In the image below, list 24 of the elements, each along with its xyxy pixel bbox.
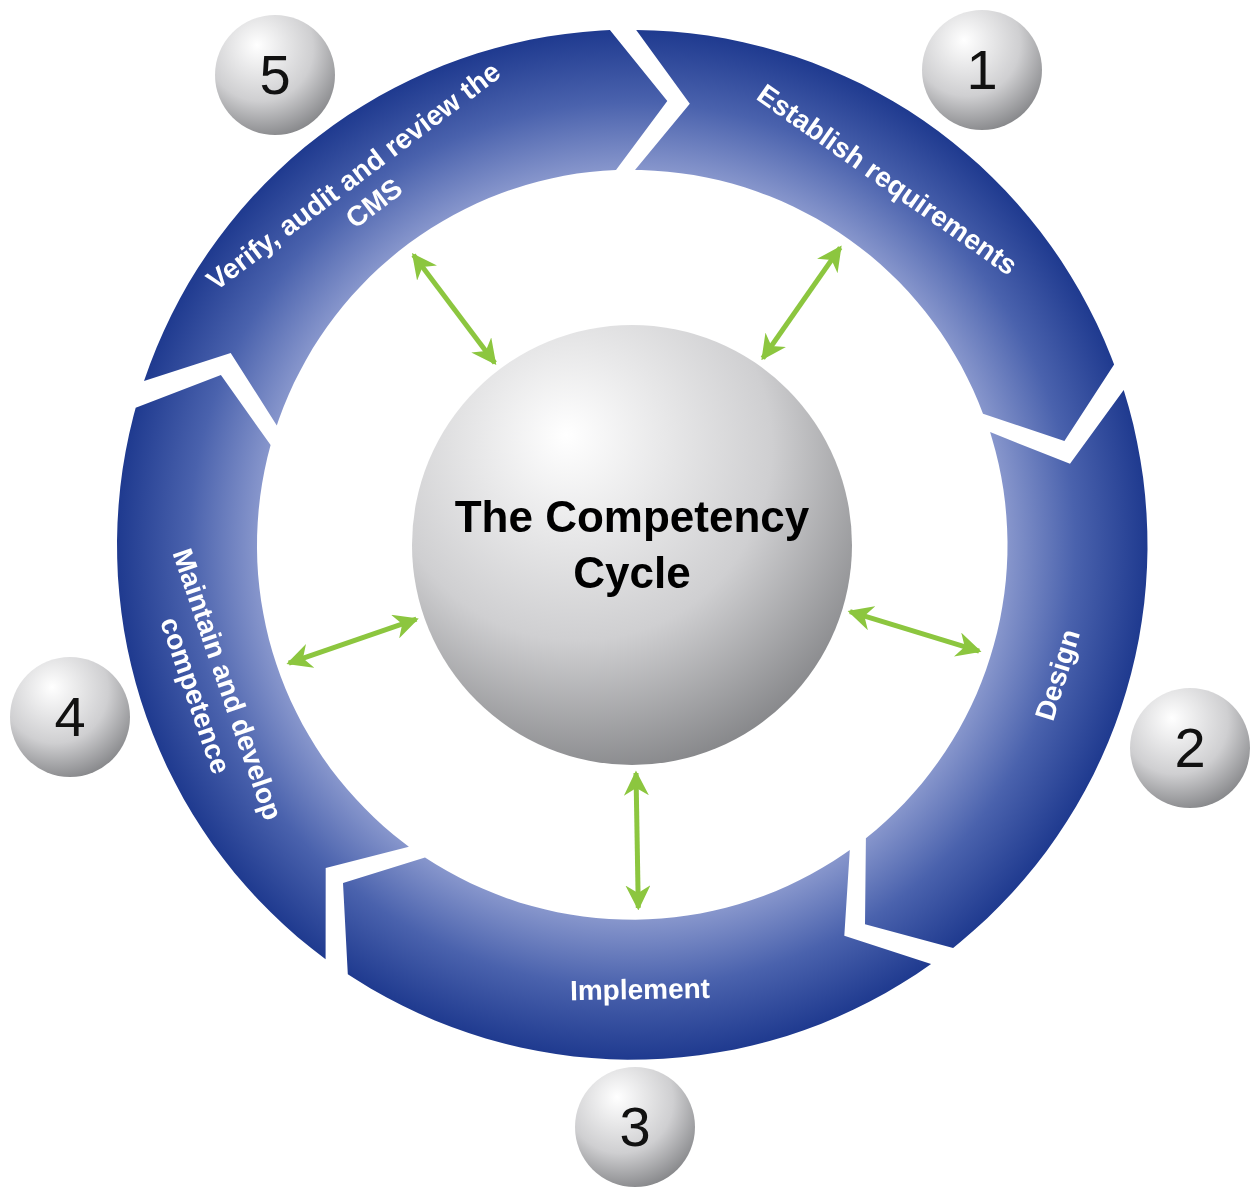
- step-label: Implement: [568, 971, 711, 1009]
- step-label: Design: [1027, 624, 1087, 727]
- double-arrow: [411, 253, 497, 365]
- step-number: 2: [1174, 718, 1206, 778]
- double-arrow: [286, 614, 419, 668]
- chevron-segment: [143, 30, 667, 426]
- step-number: 5: [259, 45, 291, 105]
- center-sphere: [412, 325, 852, 765]
- double-arrow: [623, 770, 651, 911]
- chevron-segment: [343, 850, 932, 1060]
- step-number: 1: [966, 40, 998, 100]
- chevron-segment: [635, 30, 1115, 442]
- number-ball: [1130, 688, 1250, 808]
- number-ball: [10, 657, 130, 777]
- number-ball: [215, 15, 335, 135]
- step-number: 4: [54, 687, 86, 747]
- chevron-segment: [117, 374, 409, 959]
- double-arrow: [847, 606, 982, 657]
- number-ball: [575, 1067, 695, 1187]
- chevron-segment: [864, 390, 1147, 949]
- number-ball: [922, 10, 1042, 130]
- step-number: 3: [619, 1097, 651, 1157]
- center-title: The Competency Cycle: [453, 491, 811, 599]
- double-arrow: [760, 245, 843, 361]
